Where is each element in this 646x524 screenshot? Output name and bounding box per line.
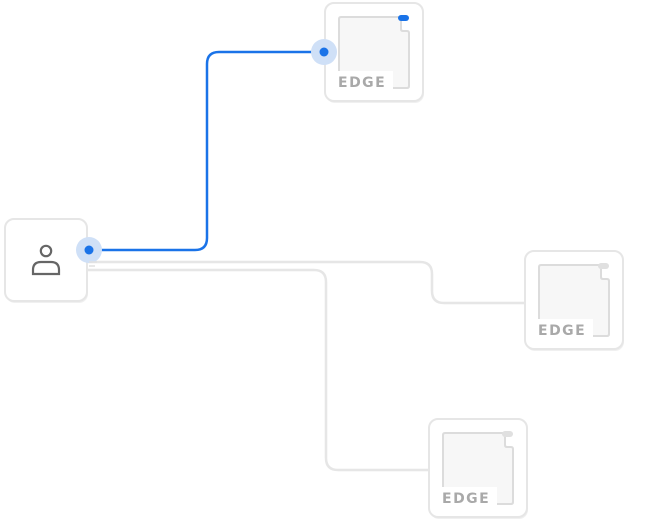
edge-device-2[interactable]: EDGE <box>524 250 624 351</box>
connection-line-edge-1[interactable] <box>88 50 326 252</box>
status-led-inactive <box>598 263 609 269</box>
status-led-active <box>398 15 409 21</box>
edge-device-2-label: EDGE <box>538 323 586 339</box>
edge-device-3[interactable]: EDGE <box>428 418 528 519</box>
edge-device-1[interactable]: EDGE <box>311 2 424 103</box>
status-led-inactive <box>502 431 513 437</box>
source-node[interactable] <box>4 218 102 303</box>
source-port[interactable] <box>84 245 94 255</box>
edge-device-1-label: EDGE <box>338 75 386 91</box>
user-icon <box>31 244 61 276</box>
connections <box>88 50 526 472</box>
connection-line-edge-3[interactable] <box>88 268 430 472</box>
edge-device-1-port[interactable] <box>319 47 329 57</box>
source-port-inactive-marks <box>89 261 97 267</box>
connection-line-edge-2[interactable] <box>88 260 526 305</box>
edge-device-3-label: EDGE <box>442 491 490 507</box>
